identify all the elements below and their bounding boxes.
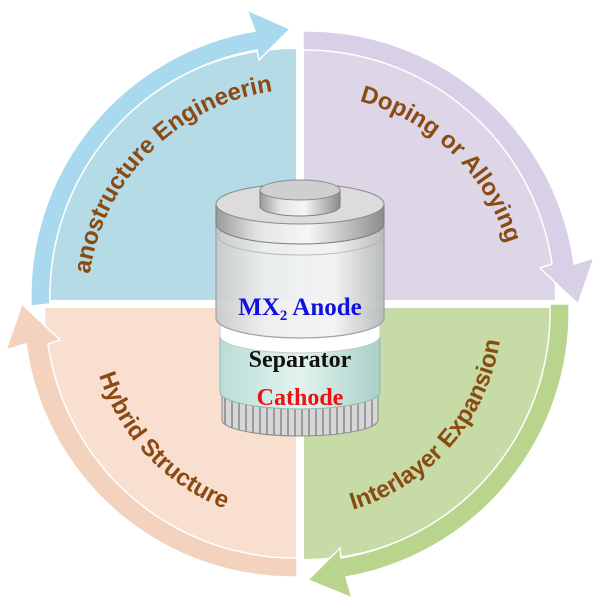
arrow-nanostructure (30, 8, 292, 307)
anode-label: MX2 Anode (238, 294, 362, 324)
cycle-arrows (4, 8, 596, 600)
separator-label: Separator (249, 347, 352, 373)
anode-glass (215, 221, 385, 339)
arrow-interlayer (306, 303, 570, 600)
arrow-doping (302, 30, 596, 306)
terminal-face (259, 179, 341, 201)
cathode-label: Cathode (257, 385, 344, 411)
battery: MX2 Anode Separator Cathode (215, 179, 385, 437)
arrow-hybrid (4, 302, 298, 578)
